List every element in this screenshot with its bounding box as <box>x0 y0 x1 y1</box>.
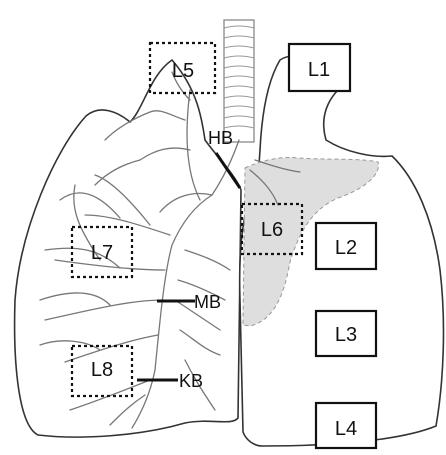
box-L2: L2 <box>316 223 376 269</box>
label-HB: HB <box>208 128 233 148</box>
box-L4: L4 <box>316 403 376 448</box>
label-L6: L6 <box>261 219 283 241</box>
left-lung-outline <box>15 60 241 437</box>
label-L3: L3 <box>335 324 357 346</box>
label-L4: L4 <box>335 418 357 440</box>
label-L5: L5 <box>172 60 194 82</box>
label-L7: L7 <box>91 242 113 264</box>
label-L2: L2 <box>335 237 357 259</box>
box-L3: L3 <box>316 311 376 356</box>
label-L1: L1 <box>308 59 330 81</box>
label-KB: KB <box>179 371 203 391</box>
box-L1: L1 <box>289 44 350 91</box>
label-L8: L8 <box>91 359 113 381</box>
label-MB: MB <box>194 292 221 312</box>
trachea <box>224 20 254 142</box>
